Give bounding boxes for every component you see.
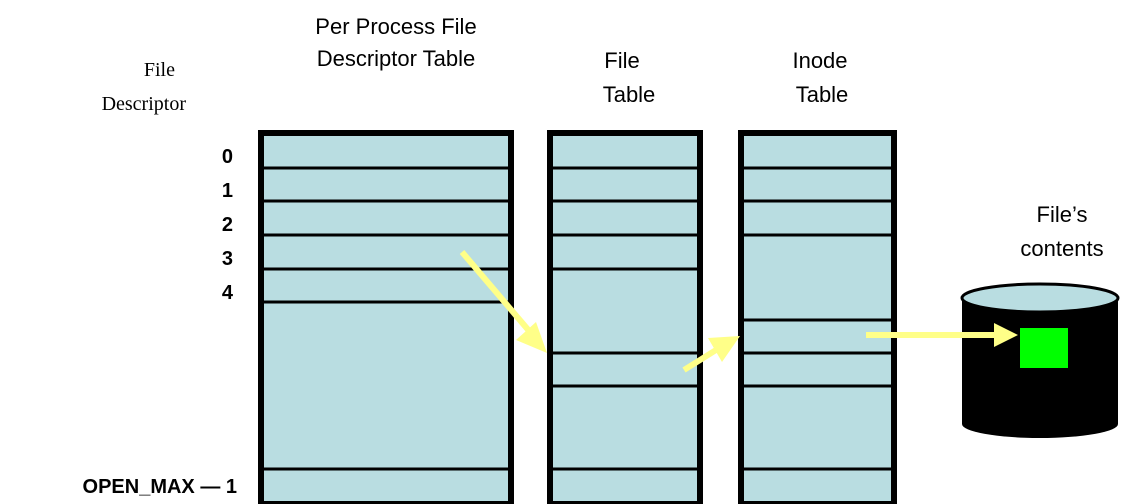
file-table-title-line2: Table <box>603 82 656 107</box>
pp-table-title-line1: Per Process File <box>315 14 476 39</box>
arrow-fd-to-file-table <box>459 250 533 334</box>
disk-top <box>960 282 1120 314</box>
fd-header-line1: File <box>144 59 175 81</box>
pp-table-title-line2: Descriptor Table <box>317 46 476 71</box>
file-block <box>1020 328 1068 368</box>
contents-title-line1: File’s <box>1037 202 1088 227</box>
disk-icon <box>960 282 1120 438</box>
arrow-head <box>994 323 1018 347</box>
file-table-title-line1: File <box>604 48 639 73</box>
arrow-head <box>516 322 547 353</box>
arrows <box>459 250 1018 373</box>
arrow-head <box>708 336 740 362</box>
descriptor-index: 2 <box>222 214 233 236</box>
fd-header-line2: Descriptor <box>102 93 187 115</box>
pp-table-body <box>258 130 514 504</box>
per-process-fd-table <box>258 130 514 504</box>
descriptor-index: 4 <box>222 282 234 304</box>
open-max-label: OPEN_MAX — 1 <box>83 476 237 498</box>
contents-title-line2: contents <box>1020 236 1103 261</box>
descriptor-index: 0 <box>222 146 233 168</box>
inode-table-title-line2: Table <box>796 82 849 107</box>
descriptor-index: 1 <box>222 180 233 202</box>
inode-table-title-line1: Inode <box>792 48 847 73</box>
file-table <box>547 130 703 504</box>
arrow-file-to-inode <box>682 347 718 373</box>
inode-table <box>738 130 897 504</box>
file-table-body <box>547 130 703 504</box>
descriptor-index: 3 <box>222 248 233 270</box>
